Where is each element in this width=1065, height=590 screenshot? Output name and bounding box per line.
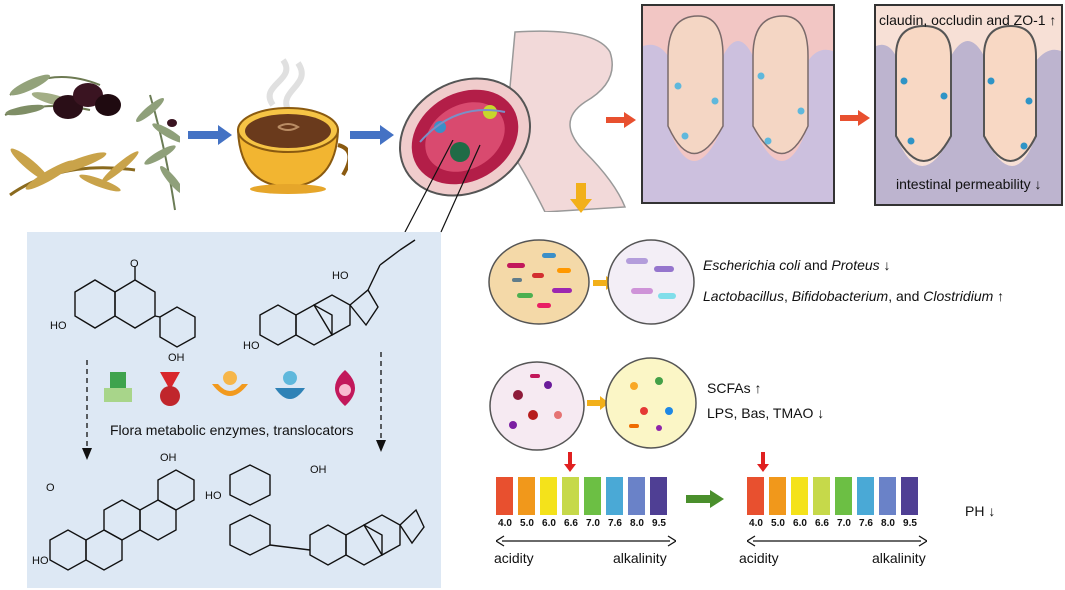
ph-value-label: 6.0 — [793, 518, 807, 529]
ph-value-label: 6.6 — [564, 518, 578, 529]
dashed-arrow-down-icon — [82, 360, 92, 460]
enzyme-red-icon — [160, 372, 180, 406]
ph-scale-after: 4.0 5.0 6.0 6.6 7.0 7.6 8.0 9.5 acidity alkalin… — [739, 452, 947, 572]
bacteria-increase-label: Lactobacillus, Bifidobacterium, and Clos… — [703, 288, 1005, 304]
villi-after-illustration — [876, 24, 1061, 204]
chem-o-label: O — [130, 258, 139, 270]
enzyme-orange-icon — [212, 371, 248, 396]
ph-value-label: 9.5 — [652, 518, 666, 529]
chem-oh-label: OH — [310, 464, 327, 476]
villi-panel-after: claudin, occludin and ZO-1 ↑ intestinal … — [874, 4, 1063, 206]
enzyme-label: Flora metabolic enzymes, translocators — [110, 422, 354, 438]
ph-color-bar — [857, 477, 874, 515]
ginsenoside-structure — [259, 239, 416, 346]
bacteria-before-circle — [488, 239, 590, 325]
arrow-right-icon — [188, 125, 232, 145]
ph-result-label: PH ↓ — [965, 503, 996, 519]
chem-ho-label: HO — [243, 340, 260, 352]
ph-value-label: 7.6 — [859, 518, 873, 529]
enzyme-green-icon — [104, 372, 132, 402]
arrow-right-icon — [686, 490, 724, 508]
ph-color-bar — [901, 477, 918, 515]
chem-ho-label: HO — [32, 555, 49, 567]
chem-ho-label: HO — [332, 270, 349, 282]
chem-ho-label: HO — [50, 320, 67, 332]
ph-color-bar — [791, 477, 808, 515]
glycoside-structure — [229, 464, 425, 566]
villi-panel-before — [641, 4, 835, 204]
glycyrrhetinic-acid-structure — [49, 469, 195, 571]
chem-oh-label: OH — [160, 452, 177, 464]
villi-before-illustration — [643, 15, 833, 202]
ph-color-bar — [518, 477, 535, 515]
ph-value-label: 7.6 — [608, 518, 622, 529]
ph-value-label: 8.0 — [881, 518, 895, 529]
ph-color-bar — [835, 477, 852, 515]
ph-color-bar — [584, 477, 601, 515]
connector-lines — [404, 140, 481, 233]
chem-oh-label: OH — [168, 352, 185, 364]
metabolites-after-circle — [605, 357, 697, 449]
intestinal-permeability-label: intestinal permeability ↓ — [896, 176, 1042, 192]
arrow-right-icon — [606, 112, 636, 128]
metabolites-before-circle — [489, 361, 585, 451]
scfa-label: SCFAs ↑ — [707, 380, 762, 396]
bacteria-after-circle — [607, 239, 695, 325]
ph-scale-before: 4.0 5.0 6.0 6.6 7.0 7.6 8.0 9.5 acidity alkalin… — [494, 452, 696, 572]
ph-color-bar — [540, 477, 557, 515]
ph-value-label: 4.0 — [749, 518, 763, 529]
ph-color-bar — [813, 477, 830, 515]
bacteria-decrease-label: Escherichia coli and Proteus ↓ — [703, 257, 891, 273]
acidity-label: acidity — [739, 550, 779, 566]
ph-color-bar — [496, 477, 513, 515]
ph-value-label: 5.0 — [771, 518, 785, 529]
tea-cup-illustration — [236, 58, 348, 194]
ph-color-bar — [606, 477, 623, 515]
chem-o-label: O — [46, 482, 55, 494]
arrow-down-icon — [570, 183, 592, 213]
enzyme-pink-icon — [335, 370, 355, 406]
flavanone-structure — [74, 266, 196, 348]
ph-marker-icon — [564, 452, 576, 472]
ph-color-bar — [628, 477, 645, 515]
dashed-arrow-down-icon — [376, 352, 386, 452]
ph-value-label: 7.0 — [586, 518, 600, 529]
lps-label: LPS, Bas, TMAO ↓ — [707, 405, 825, 421]
alkalinity-label: alkalinity — [613, 550, 667, 566]
ph-value-label: 5.0 — [520, 518, 534, 529]
enzyme-icons — [104, 370, 355, 406]
double-arrow-icon — [747, 535, 927, 547]
ph-value-label: 7.0 — [837, 518, 851, 529]
ph-color-bar — [562, 477, 579, 515]
ph-color-bar — [747, 477, 764, 515]
ph-value-label: 6.0 — [542, 518, 556, 529]
tight-junction-label: claudin, occludin and ZO-1 ↑ — [879, 12, 1057, 28]
ph-color-bar — [650, 477, 667, 515]
olive-leaves-illustration — [4, 74, 180, 211]
double-arrow-icon — [496, 535, 676, 547]
arrow-right-icon — [350, 125, 394, 145]
ph-value-label: 4.0 — [498, 518, 512, 529]
chem-ho-label: HO — [205, 490, 222, 502]
enzyme-blue-icon — [275, 371, 305, 399]
ph-color-bar — [769, 477, 786, 515]
ph-color-bar — [879, 477, 896, 515]
ph-value-label: 8.0 — [630, 518, 644, 529]
alkalinity-label: alkalinity — [872, 550, 926, 566]
arrow-right-icon — [587, 396, 609, 410]
acidity-label: acidity — [494, 550, 534, 566]
ph-value-label: 9.5 — [903, 518, 917, 529]
arrow-right-icon — [840, 110, 870, 126]
ph-marker-icon — [757, 452, 769, 472]
ph-value-label: 6.6 — [815, 518, 829, 529]
